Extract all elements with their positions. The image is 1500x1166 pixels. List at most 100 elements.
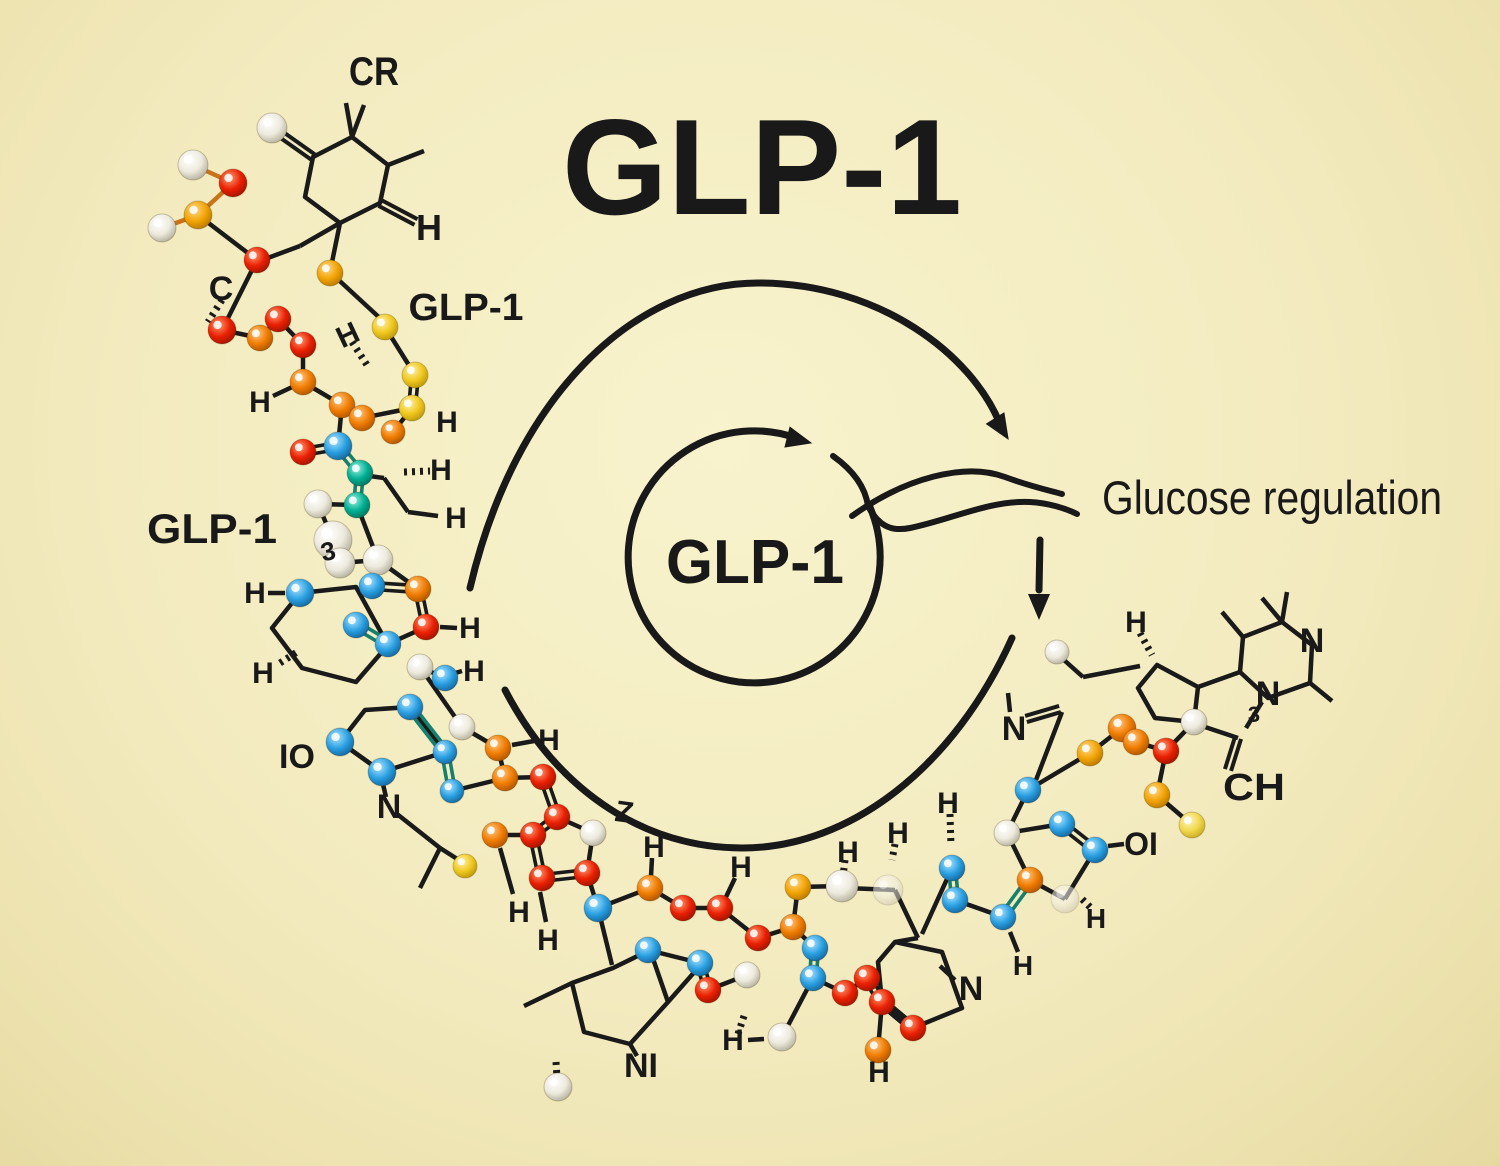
atom-r — [412, 613, 440, 641]
bond-line — [395, 812, 442, 850]
bond-line — [377, 204, 416, 227]
label-h: H — [252, 657, 274, 690]
atom-o — [484, 734, 512, 762]
atom-b — [938, 854, 966, 882]
atom-b — [1081, 836, 1109, 864]
bond-line — [537, 891, 549, 923]
bond-line — [1260, 596, 1284, 624]
atom-w — [303, 489, 333, 519]
label-h: H — [463, 655, 485, 688]
atom-b — [801, 934, 829, 962]
bond-line — [1033, 711, 1065, 781]
label-h: H — [1013, 950, 1033, 981]
label-h: H — [868, 1056, 890, 1089]
stereo-hash-bond — [888, 843, 899, 861]
atom-r — [669, 894, 697, 922]
bond-line — [628, 1042, 639, 1058]
cycle-circle — [624, 427, 884, 687]
label-h: H — [445, 502, 467, 535]
atom-w — [1180, 708, 1208, 736]
atom-b — [439, 778, 465, 804]
atom-b — [1014, 776, 1042, 804]
atom-b — [634, 936, 662, 964]
bond-line — [1308, 681, 1334, 703]
atoms — [147, 112, 1208, 1102]
bond-line — [439, 624, 458, 631]
label-n: N — [959, 970, 984, 1008]
atom-t — [343, 491, 371, 519]
label-n: N — [1300, 622, 1325, 660]
atom-a — [1143, 781, 1171, 809]
atom-b — [374, 630, 402, 658]
atom-r — [868, 988, 896, 1016]
label-h: H — [887, 817, 909, 850]
atom-r — [694, 976, 722, 1004]
bond-line — [1229, 738, 1243, 772]
atom-r — [744, 924, 772, 952]
atom-o — [1016, 866, 1044, 894]
atom-o — [491, 764, 519, 792]
swoosh-lower — [865, 498, 1080, 532]
atom-w — [543, 1072, 573, 1102]
cycle-arrows — [466, 279, 1080, 852]
atom-g — [1050, 884, 1080, 914]
label-c: C — [209, 270, 234, 308]
stereo-hash-bond — [946, 813, 955, 847]
atom-r — [543, 803, 571, 831]
stereo-hash-bond — [839, 859, 849, 877]
outer-top-arc-head — [985, 412, 1009, 441]
atom-r — [218, 168, 248, 198]
atom-t — [346, 459, 374, 487]
outer-top-arc — [466, 279, 1004, 592]
bond-line — [349, 104, 367, 138]
label-h: H — [459, 612, 481, 645]
atom-r — [573, 859, 601, 887]
bond-line — [1024, 704, 1060, 718]
atom-r — [706, 894, 734, 922]
bond-line — [1197, 669, 1241, 690]
stereo-hash-bond — [403, 467, 431, 476]
atom-b — [686, 949, 714, 977]
cycle-circle-head — [784, 426, 813, 448]
bond-line — [648, 857, 655, 877]
atom-r — [519, 821, 547, 849]
atom-b — [431, 664, 459, 692]
bond-line — [747, 1036, 765, 1043]
bond-line — [1220, 610, 1245, 639]
bond-line — [1244, 700, 1264, 730]
atom-w — [993, 819, 1021, 847]
bond-line — [382, 476, 410, 514]
bond-line — [407, 509, 439, 519]
atom-y — [371, 313, 399, 341]
atom-o — [636, 874, 664, 902]
label-h: H — [244, 577, 266, 610]
label-n: N — [1256, 675, 1281, 713]
atom-w — [256, 112, 288, 144]
atom-o — [328, 391, 356, 419]
atom-o — [779, 913, 807, 941]
bond-line — [1007, 931, 1021, 953]
atom-w — [406, 653, 434, 681]
label-3: 3 — [318, 535, 338, 567]
label-h: H — [937, 787, 959, 820]
label-glp-1: GLP-1 — [147, 505, 277, 552]
atom-w — [1044, 639, 1070, 665]
atom-r — [243, 246, 271, 274]
bond-line — [894, 935, 919, 945]
atom-o — [289, 368, 317, 396]
atom-o — [404, 575, 432, 603]
label-n: N — [377, 788, 402, 826]
atom-b — [583, 893, 613, 923]
label-oi: OI — [1124, 826, 1158, 862]
label-h: H — [643, 831, 665, 864]
atom-r — [853, 964, 881, 992]
atom-r — [264, 305, 292, 333]
outer-bottom-arc — [501, 634, 1016, 852]
label-h: H — [537, 924, 559, 957]
cycle-title: GLP-1 — [666, 528, 844, 597]
label-n: N — [1002, 710, 1027, 748]
label-h: H — [430, 454, 452, 487]
